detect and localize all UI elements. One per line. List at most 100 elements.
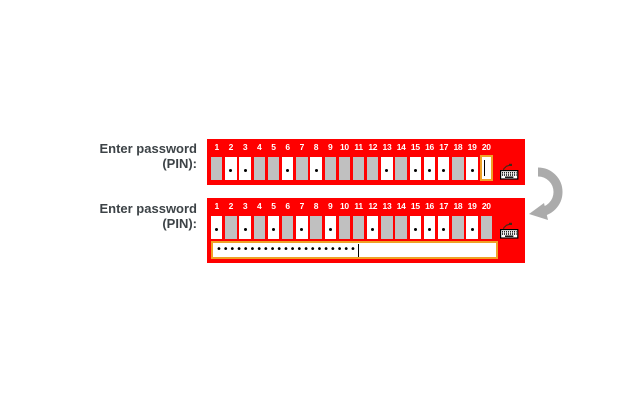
password-input[interactable]: ••••••••••••••••••••• [211, 241, 498, 259]
pin-position-number: 1 [214, 142, 219, 152]
pin-column-15: 15 [409, 142, 422, 180]
pin-position-number: 20 [481, 201, 491, 211]
pin-cell-20[interactable] [479, 155, 494, 181]
entered-char-dot [300, 228, 304, 231]
pin-cell-19[interactable] [466, 216, 478, 239]
pin-cell-5[interactable] [267, 216, 280, 239]
pin-position-number: 17 [439, 201, 449, 211]
pin-column-12: 12 [367, 142, 379, 180]
pin-position-number: 15 [410, 142, 420, 152]
entered-char-dot [371, 228, 375, 231]
pin-column-1: 1 [211, 142, 223, 180]
pin-position-number: 2 [228, 201, 234, 211]
keyboard-button[interactable] [500, 163, 519, 180]
entered-char-dot [243, 228, 247, 231]
pin-column-20: 20 [480, 201, 492, 239]
pin-cell-17[interactable] [438, 157, 450, 180]
pin-cell-6 [281, 216, 294, 239]
pin-cell-15[interactable] [409, 216, 422, 239]
pin-position-number: 1 [214, 201, 219, 211]
entered-char-dot [314, 169, 318, 172]
pin-column-9: 9 [324, 201, 336, 239]
pin-position-number: 17 [439, 142, 449, 152]
pin-cell-16[interactable] [423, 216, 436, 239]
pin-position-number: 8 [313, 201, 319, 211]
pin-label-line1: Enter password [99, 141, 197, 156]
pin-cell-7[interactable] [296, 216, 308, 239]
pin-column-7: 7 [296, 202, 308, 239]
pin-cell-9[interactable] [324, 216, 336, 239]
pin-column-15: 15 [409, 202, 422, 239]
pin-position-number: 4 [257, 201, 262, 211]
pin-column-6: 6 [281, 202, 294, 239]
entered-char-dot [442, 169, 446, 172]
pin-cell-8[interactable] [310, 157, 322, 180]
pin-position-number: 9 [327, 142, 333, 152]
entered-char-dot [243, 169, 247, 172]
pin-cell-13 [381, 216, 393, 239]
pin-position-number: 12 [368, 142, 378, 152]
pin-column-7: 7 [296, 142, 308, 180]
pin-cell-8 [310, 216, 322, 239]
pin-cell-9 [324, 157, 336, 180]
pin-cell-5 [267, 157, 280, 180]
pin-cell-1[interactable] [211, 216, 223, 239]
pin-column-14: 14 [395, 202, 407, 239]
entered-char-dot [428, 169, 431, 172]
pin-cell-2[interactable] [225, 157, 237, 180]
pin-column-10: 10 [338, 142, 351, 180]
pin-column-5: 5 [267, 202, 280, 239]
keyboard-button[interactable] [500, 222, 519, 239]
entered-char-dot [385, 169, 389, 172]
pin-column-9: 9 [324, 142, 336, 180]
pin-position-number: 18 [453, 201, 463, 211]
pin-position-number: 19 [467, 142, 477, 152]
entered-char-dot [413, 228, 417, 231]
pin-position-number: 10 [339, 201, 349, 211]
entered-char-dot [442, 228, 446, 231]
pin-column-8: 8 [310, 201, 322, 239]
pin-cell-12 [367, 157, 379, 180]
pin-cell-18 [452, 157, 464, 180]
pin-cell-11 [352, 157, 365, 180]
pin-cell-20 [480, 216, 492, 239]
pin-label-step2: Enter password (PIN): [40, 201, 197, 231]
pin-column-19: 19 [466, 142, 478, 180]
pin-cell-3[interactable] [239, 216, 251, 239]
pin-position-number: 3 [242, 142, 248, 152]
pin-position-number: 13 [382, 201, 392, 211]
pin-cell-19[interactable] [466, 157, 478, 180]
entered-char-dot [470, 228, 474, 231]
pin-cell-6[interactable] [281, 157, 294, 180]
pin-cell-12[interactable] [367, 216, 379, 239]
pin-cell-3[interactable] [239, 157, 251, 180]
pin-label-line2: (PIN): [162, 156, 197, 171]
pin-position-number: 9 [327, 201, 333, 211]
pin-label-line1: Enter password [99, 201, 197, 216]
pin-label-line2: (PIN): [162, 216, 197, 231]
pin-column-5: 5 [267, 143, 280, 180]
pin-position-number: 7 [299, 142, 305, 152]
pin-position-number: 4 [257, 142, 262, 152]
pin-cell-11 [352, 216, 365, 239]
keyboard-icon [500, 222, 519, 239]
pin-cell-13[interactable] [381, 157, 393, 180]
pin-column-6: 6 [281, 143, 294, 180]
pin-cell-1 [211, 157, 223, 180]
pin-cell-17[interactable] [438, 216, 450, 239]
pin-position-number: 10 [339, 142, 349, 152]
pin-column-1: 1 [211, 201, 223, 239]
pin-column-8: 8 [310, 143, 322, 180]
pin-cell-15[interactable] [409, 157, 422, 180]
pin-cell-4 [253, 216, 265, 239]
pin-cell-4 [253, 157, 265, 180]
pin-position-number: 19 [467, 201, 477, 211]
pin-column-10: 10 [338, 201, 351, 239]
pin-column-16: 16 [423, 202, 436, 239]
pin-cell-16[interactable] [423, 157, 436, 180]
pin-position-number: 18 [453, 142, 463, 152]
pin-position-number: 11 [354, 142, 363, 152]
